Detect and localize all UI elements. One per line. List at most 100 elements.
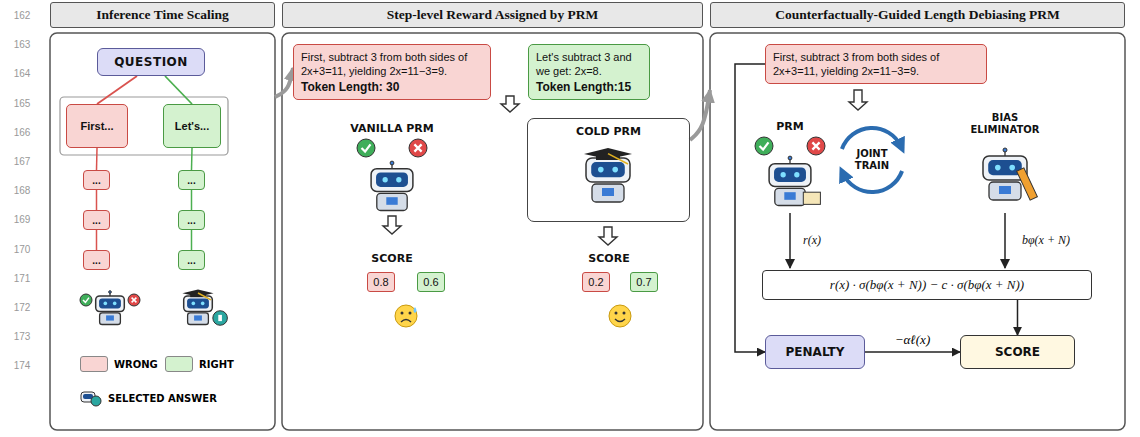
cross-icon — [409, 139, 427, 157]
score-box: 0.8 — [367, 272, 395, 292]
panel-heading: Step-level Reward Assigned by PRM — [282, 2, 703, 28]
robot-icon — [96, 291, 125, 325]
panel-body — [710, 33, 1125, 430]
node-text: First, subtract 3 from both sides of 2x+… — [301, 50, 483, 78]
panel-body — [282, 33, 703, 430]
node-text: COLD PRM — [528, 125, 689, 138]
node-text: 0.6 — [423, 276, 438, 288]
legend-icon — [78, 389, 102, 407]
legend-text: SELECTED ANSWER — [108, 393, 217, 404]
step-box: First... — [66, 104, 128, 148]
model-name: VANILLA PRM — [350, 122, 433, 135]
connector — [865, 351, 960, 353]
step-box: Let's... — [163, 104, 221, 148]
legend-swatch — [80, 356, 108, 372]
step-box: ... — [178, 210, 205, 230]
legend-text: WRONG — [114, 359, 158, 370]
loop-arrow — [842, 128, 901, 149]
score-heading: SCORE — [371, 252, 412, 265]
panel: Counterfactually-Guided Length Debiasing… — [710, 2, 1125, 430]
line-number: 165 — [14, 97, 31, 108]
loop-label: JOINT TRAIN — [848, 148, 896, 172]
panel-heading: Counterfactually-Guided Length Debiasing… — [710, 2, 1125, 28]
emoji-face — [609, 305, 631, 327]
signal-label: r(x) — [803, 233, 821, 248]
loop-arrow — [843, 171, 902, 192]
cross-icon — [128, 294, 140, 306]
emoji-face — [395, 305, 417, 327]
panel-heading: Inference Time Scaling — [50, 2, 275, 28]
step-box: ... — [83, 250, 110, 270]
down-arrow — [383, 216, 401, 234]
legend-swatch — [165, 356, 193, 372]
line-number: 163 — [14, 39, 31, 50]
check-icon — [357, 139, 375, 157]
model-frame: COLD PRM — [527, 118, 690, 222]
legend-item: SELECTED ANSWER — [78, 389, 217, 407]
node-text: Let's subtract 3 and we get: 2x=8. — [536, 50, 642, 78]
down-arrow — [599, 227, 617, 245]
node-text: 0.7 — [636, 276, 651, 288]
down-arrow — [849, 90, 867, 110]
robot-icon — [371, 161, 413, 210]
connector — [735, 64, 765, 352]
step-box: ... — [178, 250, 205, 270]
signal-arrow — [789, 213, 791, 268]
down-arrow — [501, 96, 519, 112]
legend-item: WRONG — [80, 356, 158, 372]
node-text: SCORE — [995, 345, 1040, 359]
line-number: 169 — [14, 214, 31, 225]
formula-box: r(x) · σ(bφ(x + N)) − c · σ(bφ(x + N)) — [762, 270, 1092, 300]
branch-frame — [60, 97, 228, 155]
node-text: QUESTION — [114, 55, 188, 69]
connector — [275, 68, 293, 97]
model-name: PRM — [776, 120, 803, 133]
score-box: SCORE — [960, 335, 1075, 369]
connector — [97, 76, 137, 104]
node-text: Token Length: 30 — [301, 80, 483, 94]
connector — [165, 76, 192, 104]
robot-icon — [983, 148, 1037, 200]
check-icon — [80, 294, 92, 306]
line-number: 172 — [14, 302, 31, 313]
node-text: 0.8 — [373, 276, 388, 288]
question-box: QUESTION — [97, 48, 205, 76]
line-number: 164 — [14, 68, 31, 79]
score-heading: SCORE — [588, 252, 629, 265]
step-text-box: Let's subtract 3 and we get: 2x=8. Token … — [528, 44, 650, 100]
check-icon — [755, 137, 773, 155]
node-text: ... — [92, 255, 100, 266]
connector — [96, 148, 98, 170]
penalty-box: PENALTY — [765, 335, 865, 369]
panel: Step-level Reward Assigned by PRM First, … — [282, 2, 703, 430]
line-number: 162 — [14, 10, 31, 21]
robot-icon — [584, 148, 632, 202]
line-number: 167 — [14, 156, 31, 167]
connector — [690, 90, 710, 140]
line-number: 174 — [14, 360, 31, 371]
panel-body — [50, 33, 275, 430]
line-number: 171 — [14, 272, 31, 283]
node-text: First, subtract 3 from both sides of 2x+… — [773, 50, 979, 78]
score-box: 0.2 — [582, 272, 610, 292]
node-text: PENALTY — [786, 345, 845, 359]
legend-text: RIGHT — [199, 359, 234, 370]
connector — [191, 148, 193, 170]
node-text: ... — [187, 215, 195, 226]
signal-arrow — [1004, 213, 1006, 268]
connector — [96, 230, 98, 250]
node-text: ... — [92, 215, 100, 226]
step-text-box: First, subtract 3 from both sides of 2x+… — [765, 44, 987, 84]
edge-label: −αℓ(x) — [892, 332, 933, 348]
step-box: ... — [178, 170, 205, 190]
robot-icon — [182, 289, 227, 325]
node-text: Let's... — [175, 120, 209, 132]
node-text: First... — [80, 120, 113, 132]
node-text: r(x) · σ(bφ(x + N)) − c · σ(bφ(x + N)) — [830, 277, 1024, 293]
signal-label: bφ(x + N) — [1022, 233, 1070, 248]
connector — [1017, 300, 1019, 335]
step-box: ... — [83, 210, 110, 230]
line-number: 166 — [14, 126, 31, 137]
node-text: Token Length:15 — [536, 80, 642, 94]
